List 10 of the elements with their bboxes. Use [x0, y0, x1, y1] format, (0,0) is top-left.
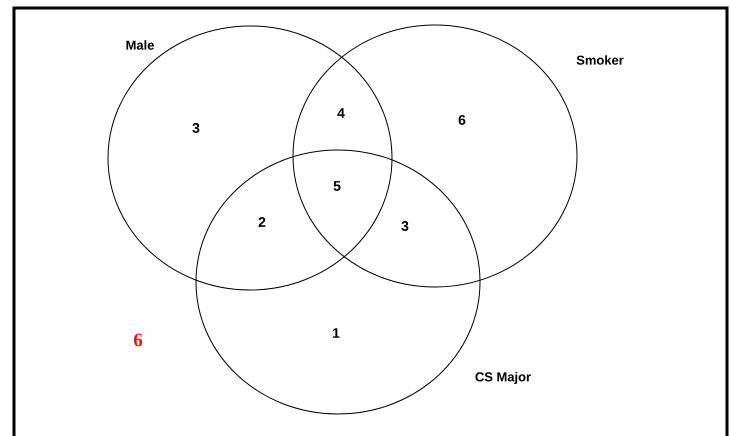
- region-count: 6: [134, 334, 142, 346]
- region-count: 6: [458, 115, 466, 125]
- node-label: CS Major: [475, 372, 531, 384]
- node-label: Smoker: [576, 55, 624, 65]
- region-count: 4: [337, 108, 345, 118]
- region-count: 5: [334, 181, 340, 191]
- region-count: 3: [192, 123, 200, 133]
- region-count: 3: [401, 221, 408, 231]
- region-count: 1: [333, 328, 340, 338]
- region-count: 2: [258, 217, 266, 227]
